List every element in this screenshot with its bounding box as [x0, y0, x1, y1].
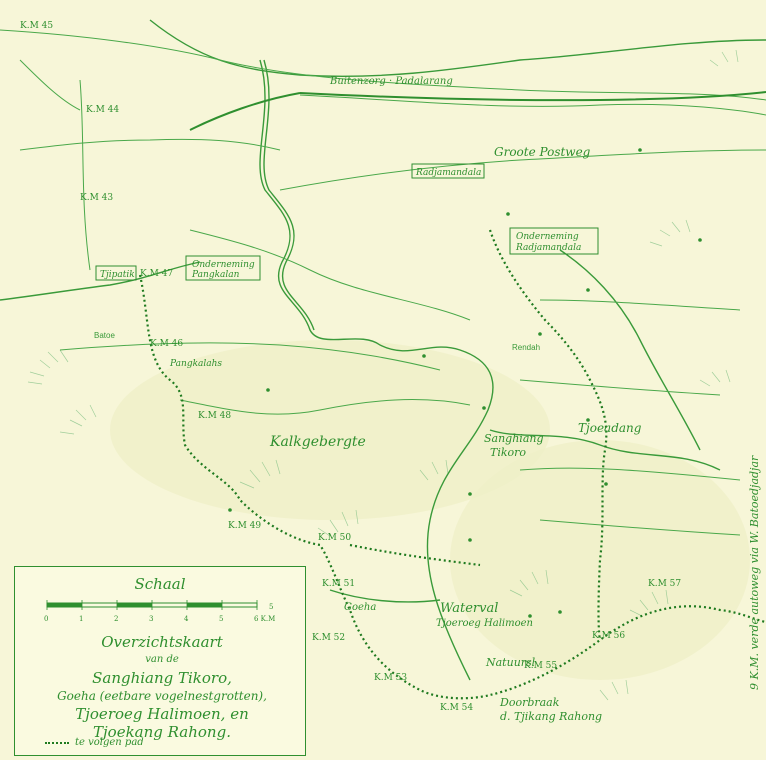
km-marker-47: K.M 47 [140, 269, 173, 279]
railway [189, 91, 766, 131]
km-marker-55: K.M 55 [524, 661, 557, 671]
label-sanghiang: Sanghiang [484, 432, 544, 445]
km-markers: K.M 45 K.M 44 K.M 43 K.M 46 K.M 47 K.M 4… [20, 21, 681, 713]
legend-box: Schaal 0 1 2 3 4 5 6 K.M 5 Overzichtskaart van … [14, 566, 306, 756]
km-marker-57: K.M 57 [648, 579, 681, 589]
label-goeha: Goeha [344, 602, 376, 613]
label-tjoeadang: Tjoeadang [578, 421, 642, 435]
label-doorbraak: Doorbraak [499, 696, 560, 709]
scale-tick-label: 5 [269, 603, 273, 611]
legend-title-line-2: van de [145, 654, 179, 665]
legend-title-line-6: Tjoekang Rahong. [93, 723, 231, 741]
km-marker-45: K.M 45 [20, 21, 53, 31]
scale-bar: 0 1 2 3 4 5 6 K.M 5 [44, 600, 275, 623]
right-margin-note: 9 K.M. verde autoweg via W. Batoedjadjar [748, 455, 761, 690]
label-batoe: Batoe [94, 331, 115, 340]
trig-points [228, 148, 702, 618]
km-marker-51: K.M 51 [322, 579, 355, 589]
legend-route: te volgen pad [45, 737, 144, 748]
roads [0, 29, 766, 536]
legend-title-line-5: Tjoeroeg Halimoen, en [75, 705, 249, 723]
legend-title-line-4: Goeha (eetbare vogelnestgrotten), [57, 689, 267, 703]
label-waterval: Waterval [440, 601, 498, 616]
scale-tick-label: 6 K.M [254, 615, 275, 623]
scale-tick-label: 4 [184, 615, 189, 623]
label-radjamandala: Radjamandala [415, 168, 481, 178]
label-onderneming-pangkalan-2: Pangkalan [191, 270, 240, 280]
km-marker-43: K.M 43 [80, 193, 113, 203]
label-tjoeroeg-halimoen: Tjoeroeg Halimoen [436, 618, 533, 629]
label-tjikang-rahong: d. Tjikang Rahong [500, 710, 602, 723]
label-kalkgebergte: Kalkgebergte [269, 434, 366, 450]
route-path [138, 229, 766, 700]
legend-title-line-1: Overzichtskaart [101, 633, 223, 651]
label-onderneming-pangkalan-1: Onderneming [192, 260, 255, 270]
label-natuursl: Natuursl [485, 656, 536, 669]
label-padalarang: Buitenzorg · Padalarang [329, 76, 453, 87]
km-marker-44: K.M 44 [86, 105, 119, 115]
legend-route-note: te volgen pad [75, 737, 144, 748]
km-marker-52: K.M 52 [312, 633, 345, 643]
legend-title-block: Overzichtskaart van de Sanghiang Tikoro,… [27, 633, 297, 741]
scale-tick-label: 0 [44, 615, 48, 623]
label-groote-postweg: Groote Postweg [494, 145, 591, 159]
label-onderneming-radjamandala-1: Onderneming [516, 232, 579, 242]
place-labels: Kalkgebergte Sanghiang Tikoro Tjoeadang … [94, 76, 642, 723]
label-pangkalahs: Pangkalahs [169, 359, 222, 369]
km-marker-50: K.M 50 [318, 533, 351, 543]
km-marker-49: K.M 49 [228, 521, 261, 531]
km-marker-54: K.M 54 [440, 703, 473, 713]
label-onderneming-radjamandala-2: Radjamandala [515, 243, 581, 253]
km-marker-53: K.M 53 [374, 673, 407, 683]
label-tikoro: Tikoro [490, 446, 526, 459]
boxed-labels: Onderneming Pangkalan Onderneming Radjam… [95, 163, 599, 281]
km-marker-48: K.M 48 [198, 411, 231, 421]
rivers [0, 19, 766, 681]
hill-hatching [27, 49, 739, 701]
scale-title: Schaal [134, 575, 186, 593]
scale-tick-label: 1 [79, 615, 83, 623]
scale-tick-label: 3 [149, 615, 153, 623]
legend-title-line-3: Sanghiang Tikoro, [92, 669, 232, 687]
label-rendah: Rendah [512, 343, 540, 352]
scale-tick-label: 2 [114, 615, 118, 623]
label-tjipatik: Tjipatik [100, 270, 135, 280]
km-marker-56: K.M 56 [592, 631, 625, 641]
scale-tick-label: 5 [219, 615, 223, 623]
km-marker-46: K.M 46 [150, 339, 183, 349]
